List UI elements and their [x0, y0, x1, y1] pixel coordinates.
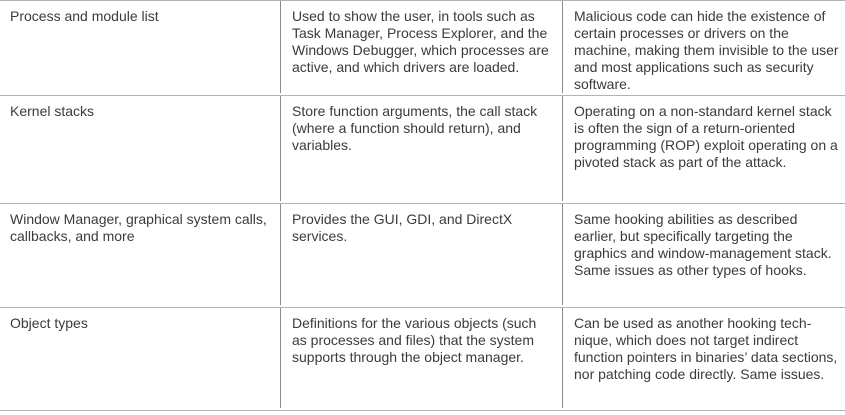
- cell-purpose: Used to show the user, in tools such as …: [280, 1, 562, 95]
- cell-purpose: Store function arguments, the call stack…: [280, 96, 562, 203]
- cell-risk: Operating on a non-standard kernel stack…: [562, 96, 845, 203]
- cell-feature: Object types: [10, 315, 88, 331]
- cell-purpose: Provides the GUI, GDI, and DirectX servi…: [280, 204, 562, 307]
- cell-feature: Kernel stacks: [10, 103, 95, 119]
- cell-risk: Malicious code can hide the existence of…: [562, 1, 845, 95]
- cell-purpose: Definitions for the various objects (suc…: [280, 308, 562, 410]
- cell-feature: Window Manager, graphical system calls, …: [10, 211, 267, 244]
- table-row: Object types Definitions for the various…: [0, 307, 845, 410]
- cell-risk: Can be used as another hooking tech­niqu…: [562, 308, 845, 410]
- cell-risk: Same hooking abilities as described earl…: [562, 204, 845, 307]
- cell-feature: Process and module list: [10, 8, 159, 24]
- table-row: Window Manager, graphical system calls, …: [0, 203, 845, 307]
- table-row: Process and module list Used to show the…: [0, 1, 845, 95]
- table-row: Kernel stacks Store function arguments, …: [0, 95, 845, 203]
